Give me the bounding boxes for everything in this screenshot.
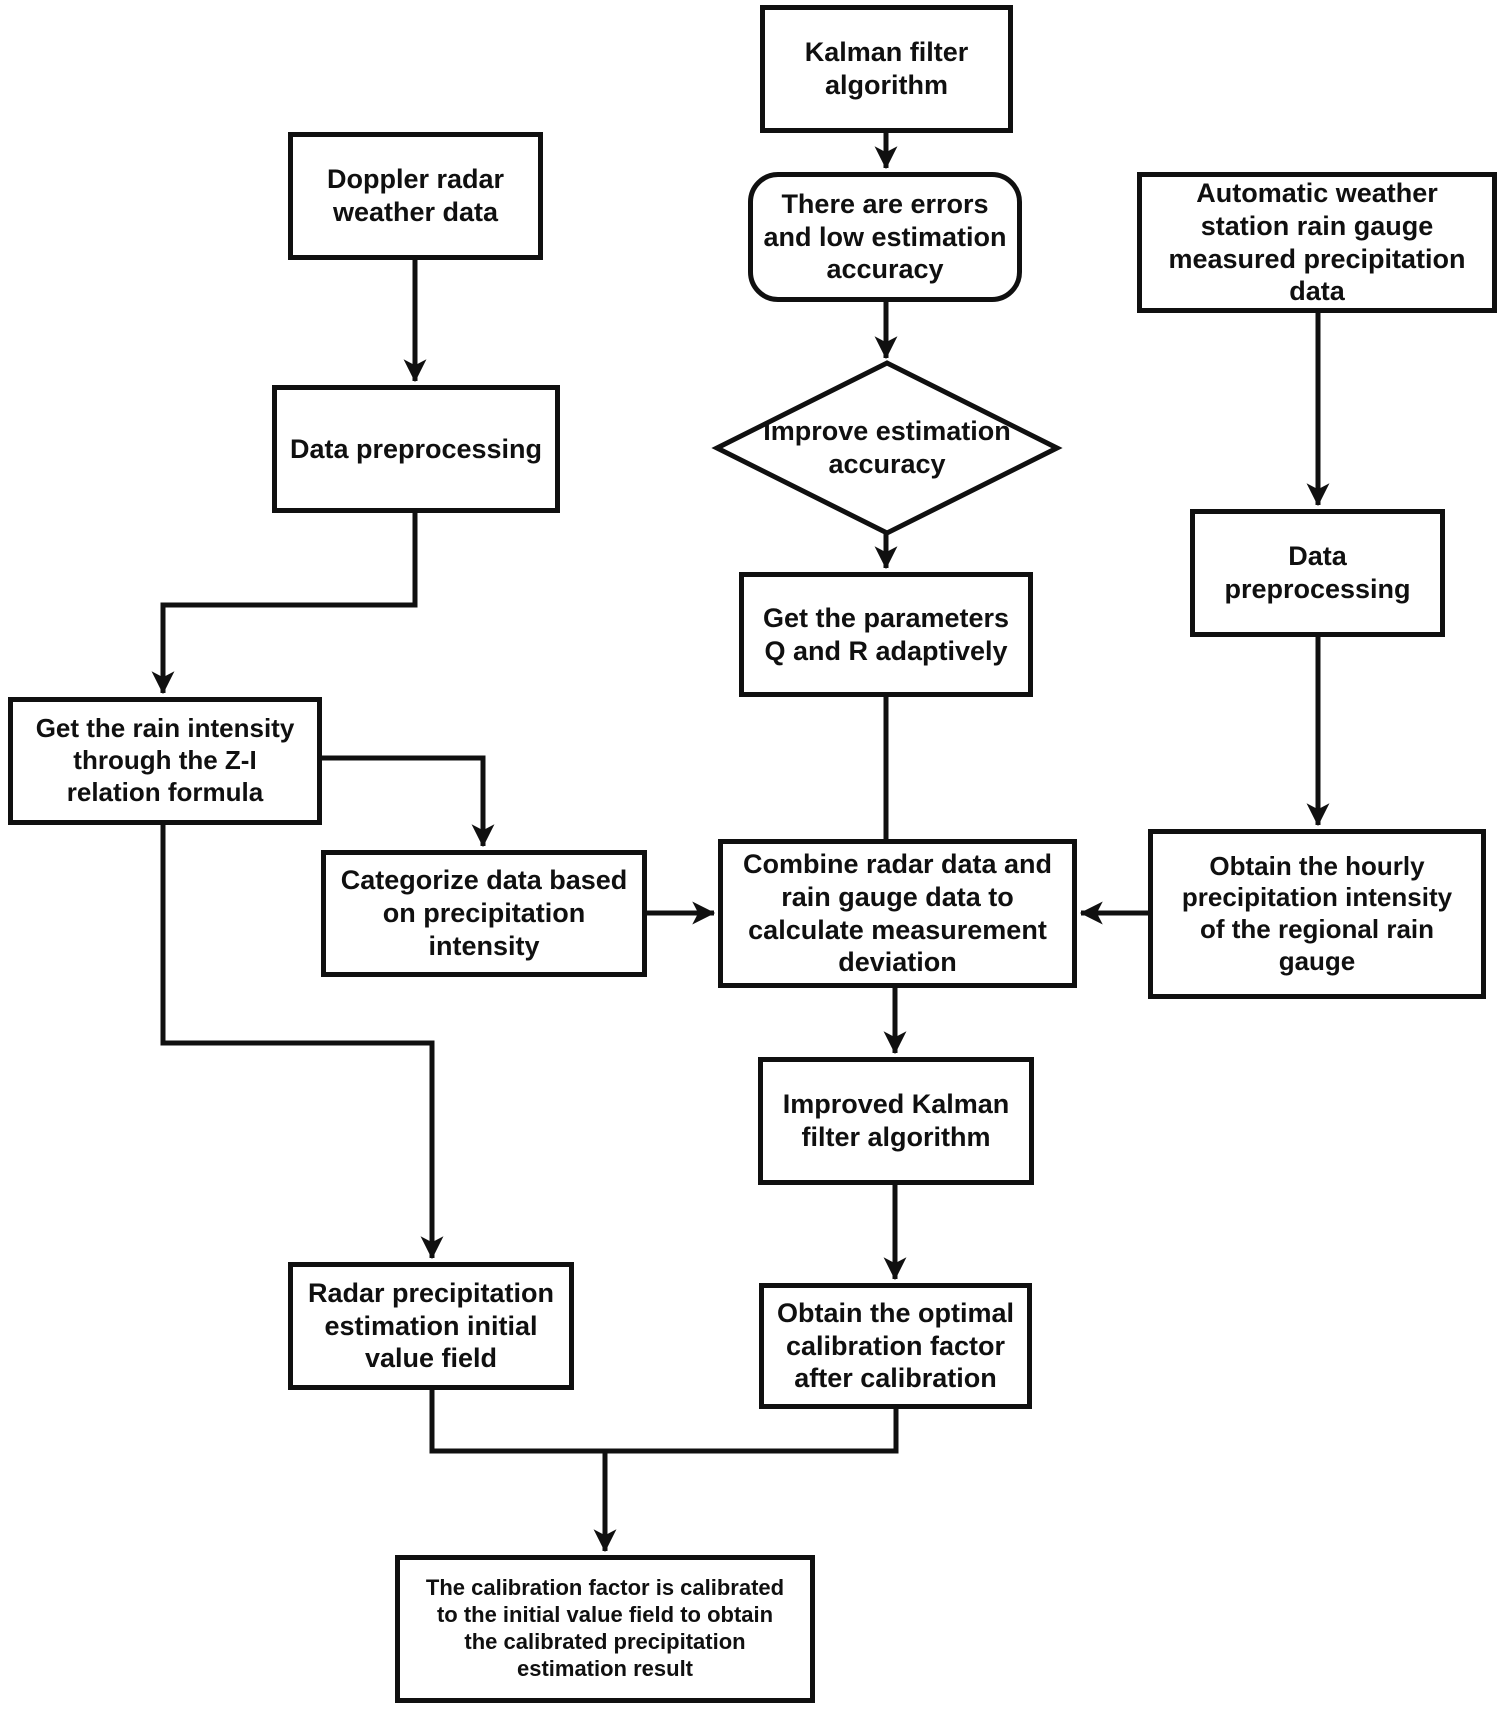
node-label: Data preprocessing [289,433,543,464]
node-automatic-weather-station-data: Automatic weather station rain gauge mea… [1137,172,1497,313]
node-get-rain-intensity-zi: Get the rain intensity through the Z-I r… [8,697,322,825]
node-label: Get the parameters Q and R adaptively [762,602,1010,666]
node-label: The calibration factor is calibrated to … [425,1575,785,1681]
node-label: There are errors and low estimation accu… [763,188,1007,285]
node-label: Obtain the hourly precipitation intensit… [1181,850,1453,976]
node-combine-radar-gauge-data: Combine radar data and rain gauge data t… [718,839,1077,988]
node-final-calibrated-result: The calibration factor is calibrated to … [395,1555,815,1703]
node-kalman-filter-algorithm: Kalman filter algorithm [760,5,1013,133]
node-label: Improve estimation accuracy [763,416,1011,479]
node-improve-estimation-accuracy-decision: Improve estimation accuracy [717,363,1057,533]
node-label: Radar precipitation estimation initial v… [307,1277,555,1374]
node-improved-kalman-filter: Improved Kalman filter algorithm [758,1057,1034,1185]
edge-merge-bottom [429,1390,899,1454]
node-label: Obtain the optimal calibration factor af… [776,1297,1014,1394]
node-data-preprocessing-left: Data preprocessing [272,385,560,513]
node-label: Improved Kalman filter algorithm [782,1089,1010,1152]
node-label: Categorize data based on precipitation i… [340,865,628,961]
edge-getrain-categorize [322,755,495,848]
node-label: Get the rain intensity through the Z-I r… [35,713,295,807]
node-errors-low-accuracy: There are errors and low estimation accu… [748,172,1022,302]
node-label: Automatic weather station rain gauge mea… [1168,177,1466,307]
node-label: Combine radar data and rain gauge data t… [742,848,1053,978]
edge-getrain-radarinit [160,825,444,1260]
node-categorize-data: Categorize data based on precipitation i… [321,850,647,977]
node-obtain-optimal-calibration-factor: Obtain the optimal calibration factor af… [759,1283,1032,1409]
node-label: Data preprocessing [1224,541,1411,604]
edge-dataprep-getrain [151,513,418,695]
node-obtain-hourly-precipitation: Obtain the hourly precipitation intensit… [1148,829,1486,999]
node-label: Kalman filter algorithm [804,37,969,100]
node-doppler-radar-weather-data: Doppler radar weather data [288,132,543,260]
node-get-parameters-q-r: Get the parameters Q and R adaptively [739,572,1033,697]
node-radar-precipitation-initial-field: Radar precipitation estimation initial v… [288,1262,574,1390]
node-data-preprocessing-right: Data preprocessing [1190,509,1445,637]
node-label: Doppler radar weather data [326,164,505,227]
